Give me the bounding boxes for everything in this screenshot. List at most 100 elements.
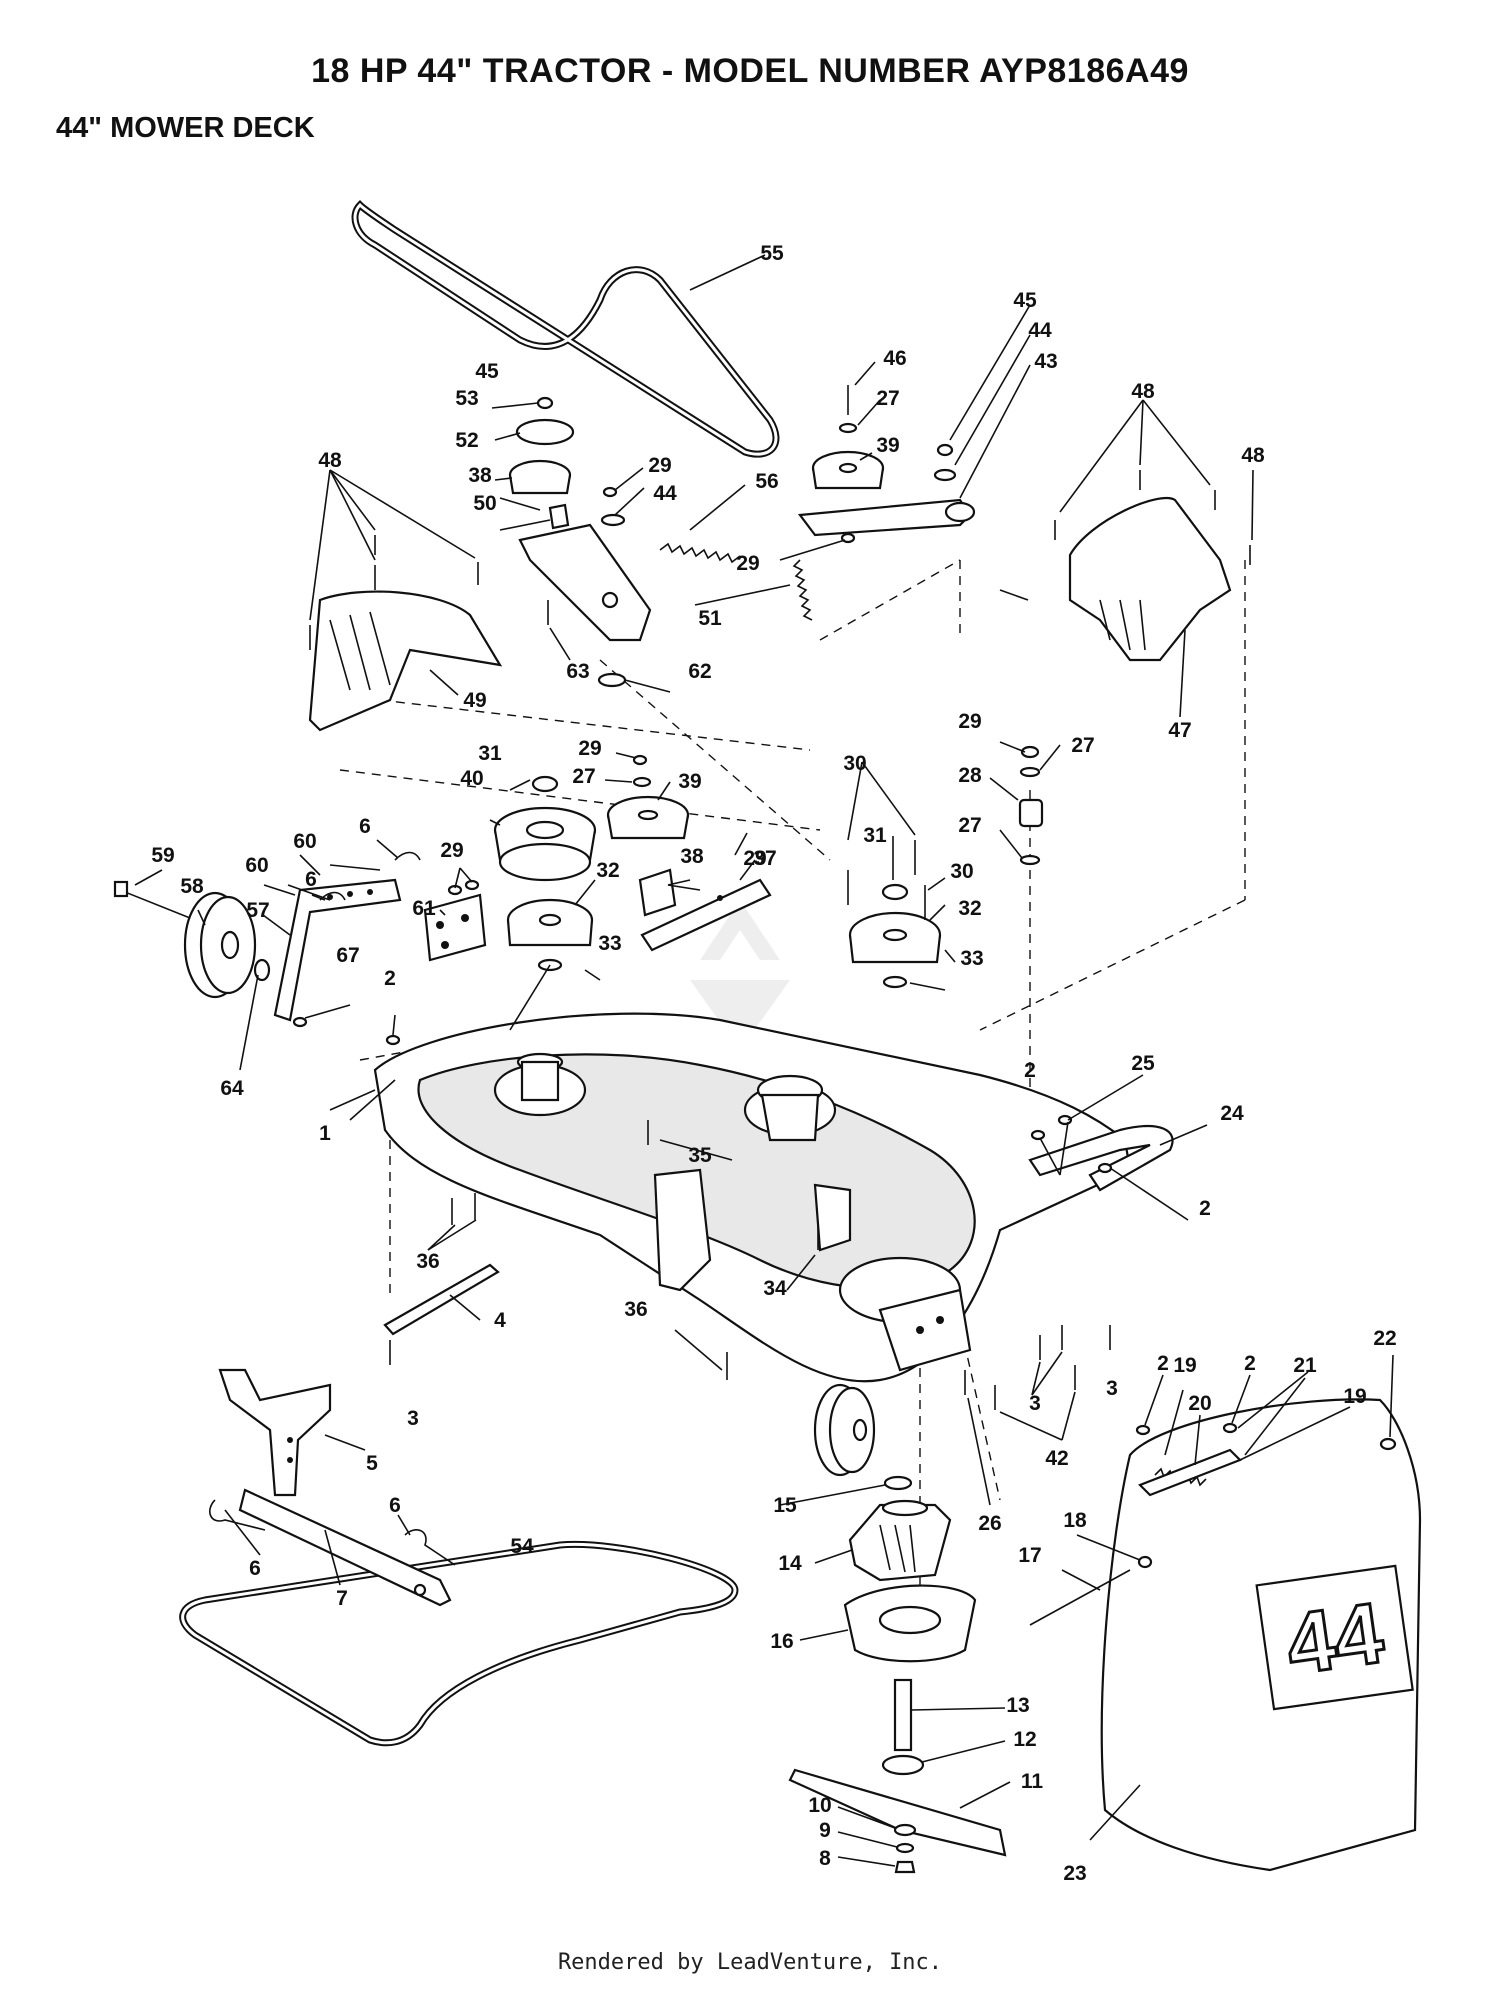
spring-56: [659, 542, 741, 564]
callout-23: 23: [1063, 1862, 1086, 1885]
nut-45-left: [536, 396, 554, 410]
idler-pulley-39-center: [606, 795, 690, 840]
belt-54: [179, 1540, 739, 1747]
callout-36-left: 36: [416, 1250, 439, 1273]
callout-29-upper: 29: [648, 454, 671, 477]
spacer-28: [1018, 798, 1044, 828]
diagram-title: 18 HP 44" TRACTOR - MODEL NUMBER AYP8186…: [311, 52, 1189, 90]
callout-2-chute-left: 2: [1157, 1352, 1169, 1375]
callout-38-center: 38: [680, 845, 704, 868]
hub-12: [881, 1754, 925, 1776]
callout-14: 14: [778, 1552, 802, 1575]
callout-67: 67: [336, 944, 359, 967]
washer-64: [253, 958, 271, 982]
callout-39-center: 39: [678, 770, 701, 793]
washer-27-right-upper: [1019, 766, 1041, 778]
callout-6-left: 6: [305, 868, 317, 891]
callout-57: 57: [246, 899, 269, 922]
callout-16: 16: [770, 1630, 793, 1653]
callout-43: 43: [1034, 350, 1057, 373]
callout-49: 49: [463, 689, 486, 712]
callout-38-upper: 38: [468, 464, 492, 487]
callout-51: 51: [698, 607, 722, 630]
callout-3-right: 3: [1106, 1377, 1118, 1400]
rod-17: [1029, 1569, 1131, 1626]
spindle-shield-16: [843, 1584, 977, 1663]
callout-60-left: 60: [245, 854, 268, 877]
callout-59: 59: [151, 844, 174, 867]
bracket-38-upper: [548, 503, 570, 530]
spring-51: [792, 559, 813, 621]
callout-19-left: 19: [1173, 1354, 1196, 1377]
pulley-40: [493, 806, 597, 882]
footer-credit: Rendered by LeadVenture, Inc.: [557, 1950, 943, 1975]
washer-33-right: [882, 975, 908, 989]
idler-bracket-50: [518, 523, 652, 642]
callout-34: 34: [763, 1277, 787, 1300]
bearing-15: [883, 1475, 913, 1491]
callout-6-left-lower: 6: [249, 1557, 261, 1580]
idler-arm-37: [640, 878, 772, 952]
nut-2-left: [385, 1034, 401, 1046]
bolts-42: [994, 1365, 1076, 1410]
spindle-housing-14: [848, 1499, 952, 1582]
deck-spindle-left: [516, 1052, 564, 1102]
callout-29-arm: 29: [736, 552, 759, 575]
nut-31-left: [531, 775, 559, 793]
callout-29-center: 29: [578, 737, 601, 760]
callout-labels: 55 45 44 43 48 48 46 27 39 56 29 51 45 5…: [151, 242, 1396, 1885]
callout-30-single: 30: [950, 860, 973, 883]
washer-9: [895, 1842, 915, 1854]
bolts-30: [847, 840, 926, 920]
callout-11: 11: [1021, 1770, 1044, 1793]
callout-27-upper: 27: [876, 387, 899, 410]
callout-8: 8: [819, 1847, 831, 1870]
callout-2-hitch-lower: 2: [1199, 1197, 1211, 1220]
pulley-39-right: [811, 450, 885, 490]
callout-2-chute-right: 2: [1244, 1352, 1256, 1375]
link-rod-7: [238, 1488, 452, 1607]
nuts-2-chute: [1135, 1422, 1238, 1436]
callout-7: 7: [336, 1587, 348, 1610]
callout-3-center: 3: [1029, 1392, 1041, 1415]
washer-27-center: [632, 776, 652, 788]
axle-bolt-59: [113, 880, 196, 921]
callout-48-left-group: 48: [318, 449, 342, 472]
callout-15: 15: [773, 1494, 797, 1517]
pulley-32-right: [848, 911, 942, 964]
callout-29-bracket: 29: [440, 839, 463, 862]
callout-54: 54: [510, 1535, 534, 1558]
nut-29-center: [632, 754, 648, 766]
nut-67: [292, 1016, 308, 1028]
callout-30-group: 30: [843, 752, 866, 775]
callout-21: 21: [1293, 1354, 1317, 1377]
callout-56: 56: [755, 470, 778, 493]
pulley-53: [515, 418, 575, 446]
bracket-5: [218, 1368, 332, 1497]
pulley-52: [508, 459, 572, 495]
washer-44-left: [600, 513, 626, 527]
callout-44-left: 44: [653, 482, 677, 505]
bolts-3-right: [1039, 1325, 1111, 1360]
callout-39-right: 39: [876, 434, 899, 457]
callout-40: 40: [460, 767, 483, 790]
callout-44-right: 44: [1028, 319, 1052, 342]
gauge-wheel-58: [183, 891, 257, 999]
washer-27-right-lower: [1019, 854, 1041, 866]
callout-61: 61: [412, 897, 436, 920]
callout-33-left: 33: [598, 932, 621, 955]
idler-arm-43: [797, 498, 976, 537]
callout-60-right: 60: [293, 830, 316, 853]
diagram-subtitle: 44" MOWER DECK: [56, 112, 315, 144]
hitch-bracket-24: [1028, 1125, 1174, 1192]
callout-37: 37: [753, 847, 776, 870]
callout-53: 53: [455, 387, 478, 410]
callout-28: 28: [958, 764, 982, 787]
deck-gauge-wheel: [813, 1383, 876, 1477]
callout-27-right-upper: 27: [1071, 734, 1094, 757]
callout-4: 4: [494, 1309, 506, 1332]
callout-13: 13: [1006, 1694, 1029, 1717]
callout-1: 1: [319, 1122, 331, 1145]
callout-29-right: 29: [958, 710, 981, 733]
